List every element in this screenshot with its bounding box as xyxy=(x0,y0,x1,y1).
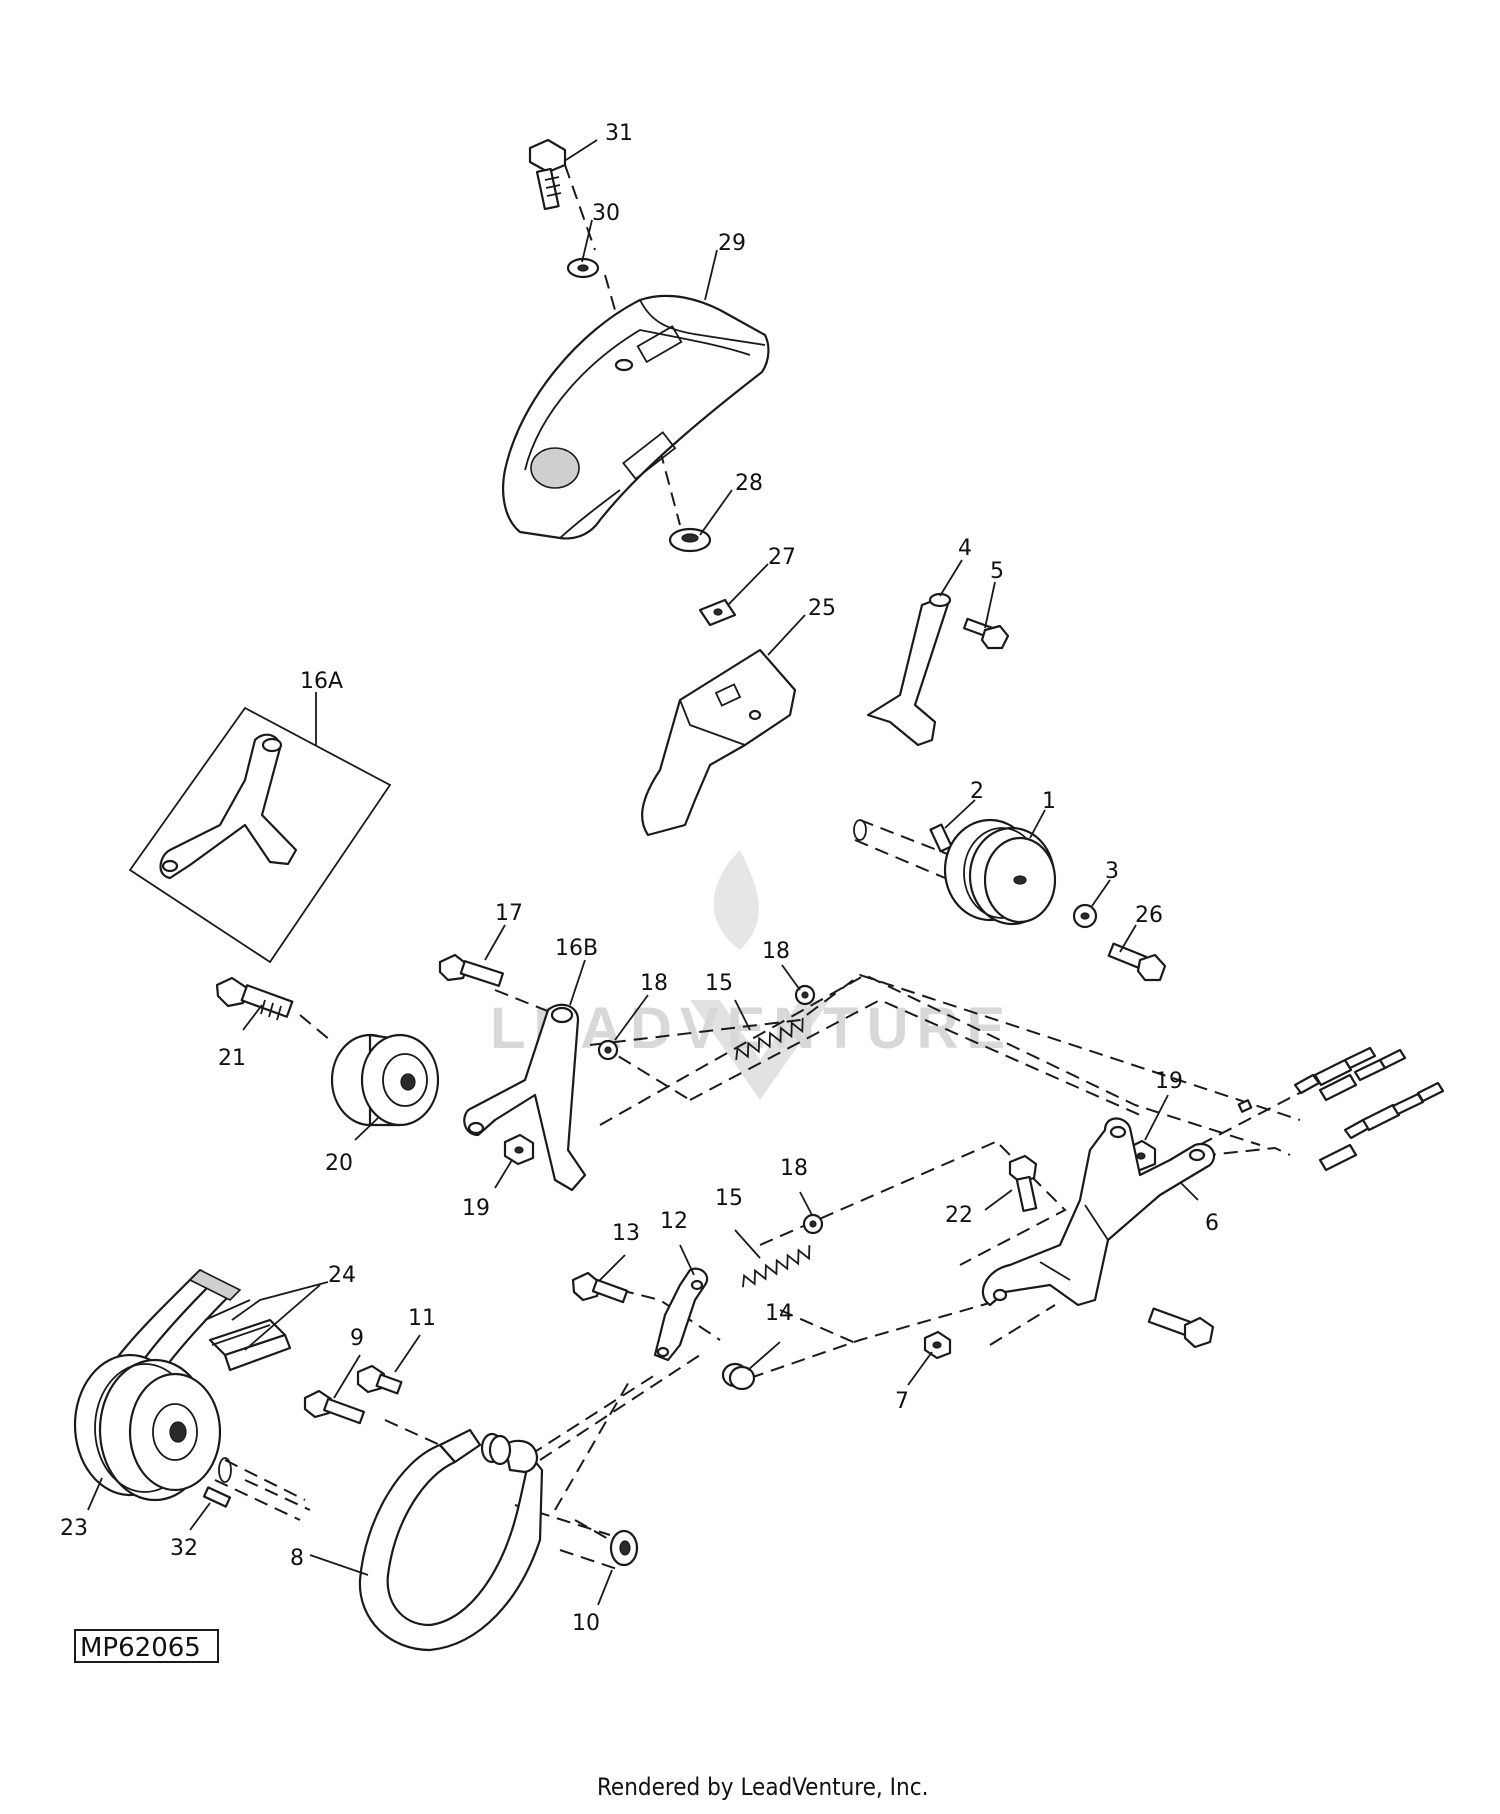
callout-10: 10 xyxy=(572,1611,600,1636)
part-21-bolt xyxy=(215,976,294,1021)
part-15-spring-lower xyxy=(742,1245,811,1288)
callout-19-a: 19 xyxy=(462,1196,490,1221)
diagram-code: MP62065 xyxy=(80,1633,201,1663)
part-30-washer xyxy=(566,257,600,279)
part-6-bracket xyxy=(981,1117,1216,1307)
callout-14: 14 xyxy=(765,1301,793,1326)
callout-30: 30 xyxy=(592,201,620,226)
callout-13: 13 xyxy=(612,1221,640,1246)
part-20-idler xyxy=(330,1033,440,1127)
part-18-washer-2 xyxy=(794,984,816,1006)
part-22-bolt xyxy=(1008,1154,1038,1212)
part-27-clip-nut xyxy=(698,598,737,627)
callout-15-b: 15 xyxy=(715,1186,743,1211)
part-25-bracket xyxy=(641,648,797,837)
callout-1: 1 xyxy=(1042,789,1056,814)
part-32-key xyxy=(202,1486,232,1508)
part-15-spring-upper xyxy=(735,1017,804,1061)
bracket-bolt xyxy=(1147,1307,1215,1349)
part-3-washer xyxy=(1072,903,1098,929)
part-1-pulley xyxy=(943,818,1057,926)
callout-24: 24 xyxy=(328,1263,356,1288)
part-10-washer xyxy=(609,1529,639,1567)
leader-lines xyxy=(87,139,1199,1606)
callout-32: 32 xyxy=(170,1536,198,1561)
callout-17: 17 xyxy=(495,901,523,926)
part-4-rod xyxy=(866,592,952,747)
diagram-code-box: MP62065 xyxy=(74,1629,219,1663)
part-19-nut-left xyxy=(503,1133,535,1166)
callout-15-a: 15 xyxy=(705,971,733,996)
part-7-nut xyxy=(923,1330,952,1360)
shaft-lower xyxy=(214,1457,306,1521)
part-16b-arm xyxy=(463,1003,587,1192)
callout-19-b: 19 xyxy=(1155,1069,1183,1094)
callout-7: 7 xyxy=(895,1389,909,1414)
callout-5: 5 xyxy=(990,559,1004,584)
part-28-grommet xyxy=(668,527,712,553)
callout-31: 31 xyxy=(605,121,633,146)
callout-16b: 16B xyxy=(555,936,598,961)
callout-18-b: 18 xyxy=(762,939,790,964)
part-9-bolt xyxy=(303,1389,366,1425)
callout-23: 23 xyxy=(60,1516,88,1541)
part-16a-inset xyxy=(128,706,392,964)
part-26-bolt xyxy=(1107,942,1167,982)
callout-16a: 16A xyxy=(300,669,343,694)
callout-4: 4 xyxy=(958,536,972,561)
callout-25: 25 xyxy=(808,596,836,621)
cable-assembly xyxy=(1237,1046,1445,1172)
callout-27: 27 xyxy=(768,545,796,570)
callout-26: 26 xyxy=(1135,903,1163,928)
callout-20: 20 xyxy=(325,1151,353,1176)
part-13-bolt xyxy=(571,1271,629,1304)
assembly-dash-lines xyxy=(244,164,1316,1571)
callout-22: 22 xyxy=(945,1203,973,1228)
part-14-spacer xyxy=(721,1362,756,1391)
part-12-arm xyxy=(653,1267,709,1362)
callout-29: 29 xyxy=(718,231,746,256)
footer-credit: Rendered by LeadVenture, Inc. xyxy=(597,1773,928,1801)
callout-28: 28 xyxy=(735,471,763,496)
part-11-bolt xyxy=(356,1364,403,1395)
callout-18-c: 18 xyxy=(780,1156,808,1181)
shaft-upper xyxy=(853,819,951,879)
callout-8: 8 xyxy=(290,1546,304,1571)
callout-18-a: 18 xyxy=(640,971,668,996)
callout-12: 12 xyxy=(660,1209,688,1234)
part-18-washer-3 xyxy=(802,1213,824,1235)
part-5-bolt xyxy=(962,617,1010,650)
part-2-key xyxy=(929,823,953,853)
part-8-band xyxy=(358,1428,544,1652)
part-17-bolt xyxy=(438,953,504,987)
part-29-belt-guard xyxy=(502,294,770,540)
part-23-pulley xyxy=(73,1353,222,1502)
callout-9: 9 xyxy=(350,1326,364,1351)
part-31-bolt xyxy=(528,138,567,211)
callout-labels: 31 30 29 28 27 25 4 5 16A 2 1 3 26 17 16… xyxy=(60,121,1219,1636)
callout-11: 11 xyxy=(408,1306,436,1331)
callout-21: 21 xyxy=(218,1046,246,1071)
callout-3: 3 xyxy=(1105,859,1119,884)
callout-6: 6 xyxy=(1205,1211,1219,1236)
part-18-washer-1 xyxy=(597,1039,619,1061)
callout-2: 2 xyxy=(970,779,984,804)
